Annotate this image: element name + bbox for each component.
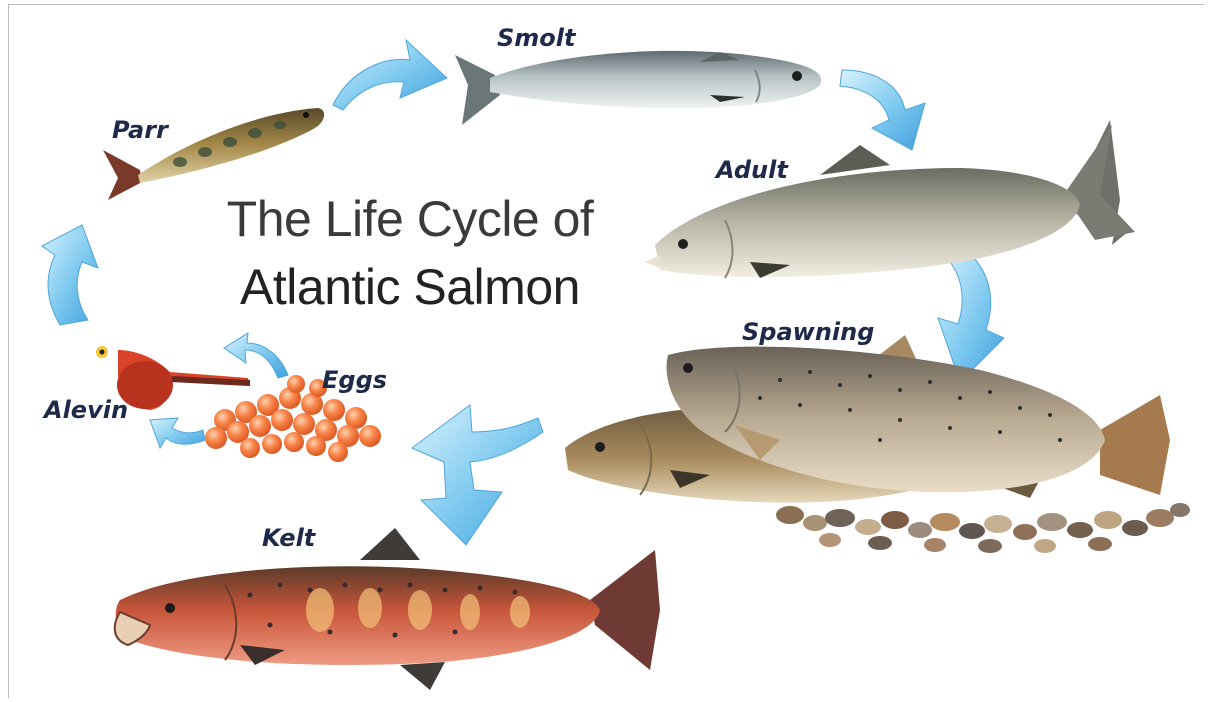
stage-label-parr: Parr	[112, 116, 168, 144]
cycle-arrow-icon	[42, 225, 98, 325]
stage-label-alevin: Alevin	[44, 396, 128, 424]
cycle-arrow-icon	[840, 70, 925, 150]
stage-label-adult: Adult	[716, 156, 788, 184]
kelt-fish	[115, 528, 660, 690]
stage-label-spawning: Spawning	[742, 318, 874, 346]
diagram-title-line1: The Life Cycle of	[170, 190, 650, 248]
adult-fish	[645, 120, 1135, 278]
gravel-bed	[776, 503, 1190, 553]
cycle-arrow-icon	[150, 418, 205, 448]
smolt-fish	[455, 51, 821, 125]
cycle-arrow-icon	[412, 405, 543, 545]
diagram-title-line2: Atlantic Salmon	[170, 258, 650, 316]
stage-label-kelt: Kelt	[262, 524, 315, 552]
cycle-arrow-icon	[938, 252, 1004, 382]
cycle-arrow-icon	[224, 333, 288, 378]
cycle-arrow-icon	[333, 40, 447, 110]
stage-label-eggs: Eggs	[322, 366, 387, 394]
stage-label-smolt: Smolt	[497, 24, 575, 52]
